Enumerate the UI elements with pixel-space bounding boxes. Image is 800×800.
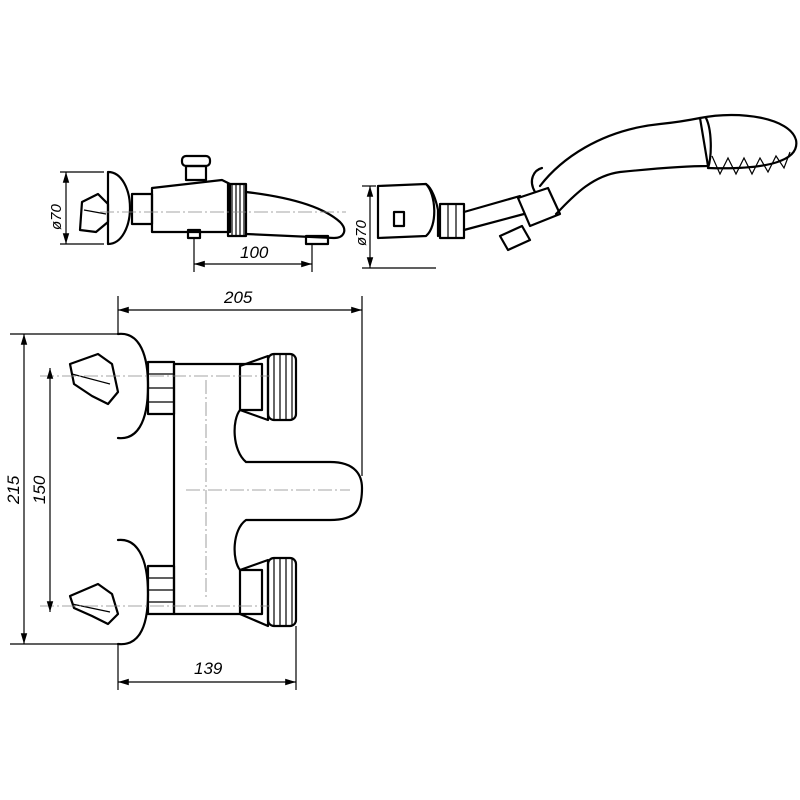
hand-shower-side-view: ø70 <box>353 113 798 269</box>
mixer-side-view: ø70 100 <box>48 154 346 272</box>
dim-overall-height: 215 <box>4 475 23 505</box>
dim-body-width: 139 <box>194 659 223 678</box>
mixer-front-view: 205 215 150 139 <box>4 288 364 690</box>
dim-overall-width: 205 <box>223 288 253 307</box>
dim-center-distance: 150 <box>30 475 49 504</box>
dim-diameter-left: ø70 <box>48 203 65 230</box>
dim-spout-reach: 100 <box>240 243 269 262</box>
dim-diameter-right: ø70 <box>353 219 370 246</box>
